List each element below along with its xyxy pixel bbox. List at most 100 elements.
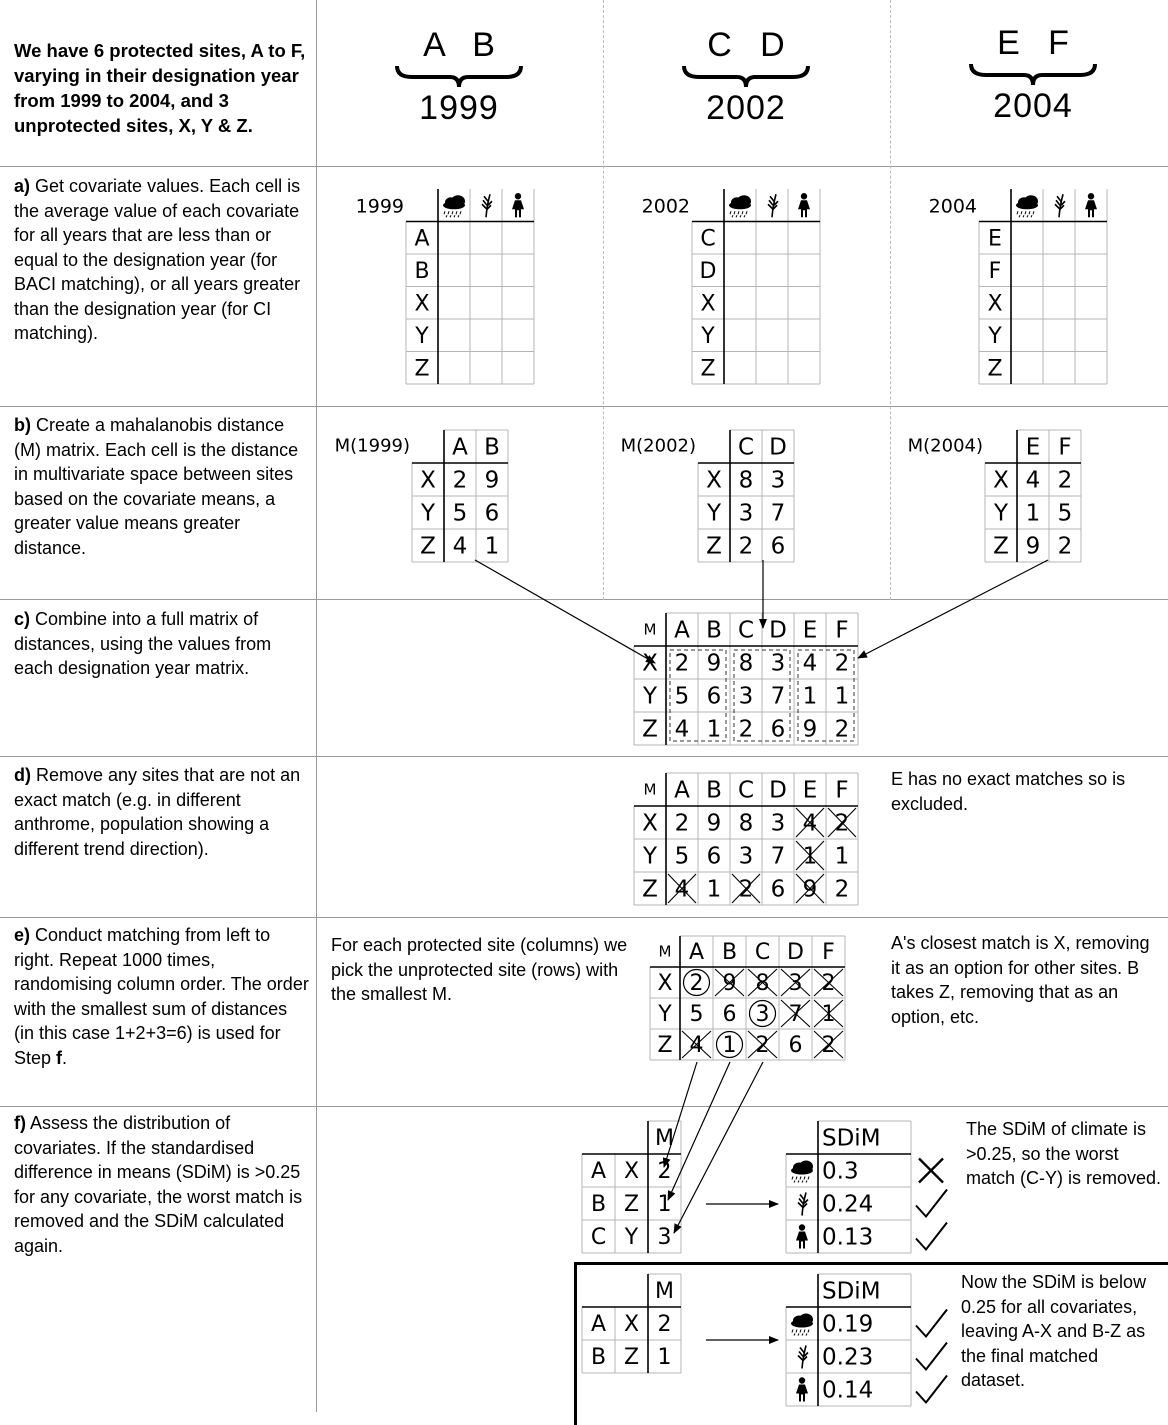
distance-value: 8 (739, 468, 754, 494)
matched-site: C (591, 1225, 606, 1250)
distance-value: 9 (803, 877, 818, 903)
site-label: Y (700, 324, 715, 349)
sdim-value: 0.3 (822, 1159, 859, 1185)
site-label: C (700, 226, 715, 251)
wheat-icon (797, 1191, 809, 1217)
group-year: 1999 (419, 89, 499, 127)
distance-value: 9 (707, 811, 722, 837)
distance-value: 3 (789, 971, 803, 996)
column-label: A (452, 435, 468, 461)
row-divider (0, 166, 1168, 167)
m-matrix-label: M(2002) (621, 436, 696, 457)
final-frame (574, 1262, 1168, 1425)
row-label: Y (657, 1002, 672, 1027)
distance-value: 2 (739, 717, 754, 743)
matched-site: A (591, 1159, 606, 1184)
brace-icon (969, 63, 1097, 86)
rain-cloud-icon (442, 194, 466, 218)
row-label: X (420, 468, 436, 494)
column-label: E (803, 778, 818, 804)
column-label: E (1026, 435, 1041, 461)
distance-value: 3 (771, 811, 786, 837)
row-divider (0, 917, 1168, 918)
arrow (667, 1061, 731, 1201)
site-label: D (700, 259, 717, 284)
distance-value: 2 (835, 651, 850, 677)
distance-value: 6 (771, 717, 786, 743)
row-divider (0, 756, 1168, 757)
wheat-icon (797, 1344, 809, 1370)
excluded-cross (795, 873, 825, 904)
distance-value: 2 (453, 468, 468, 494)
check-mark-icon (915, 1374, 948, 1405)
distance-value: 6 (723, 1002, 737, 1027)
sdim-value: 0.14 (822, 1378, 873, 1404)
distance-value: 4 (803, 651, 818, 677)
row-label: X (642, 811, 658, 837)
excluded-cross (795, 840, 825, 871)
step-label: d) (14, 765, 31, 785)
note-d: E has no exact matches so is excluded. (891, 769, 1126, 814)
matched-site: Y (624, 1225, 639, 1250)
excluded-cross (813, 1030, 844, 1059)
row-label: Z (657, 1033, 672, 1058)
column-label: D (769, 618, 787, 644)
table-year-label: 2002 (642, 195, 690, 217)
site-label: X (414, 291, 429, 316)
distance-value: 9 (485, 468, 500, 494)
wheat-icon (1054, 193, 1066, 219)
distance-value: 8 (756, 971, 770, 996)
person-icon (796, 1377, 808, 1402)
column-label: F (835, 778, 848, 804)
check-mark-icon (915, 1308, 948, 1339)
matched-site: Z (624, 1192, 639, 1217)
step-label: e) (14, 925, 31, 945)
column-label: F (822, 940, 835, 965)
wheat-icon (481, 193, 493, 219)
distance-value: 1 (803, 844, 818, 870)
distance-value: 1 (835, 844, 850, 870)
intro-text: We have 6 protected sites, A to F, varyi… (14, 40, 306, 136)
site-label: F (989, 259, 1002, 284)
note-f-bottom: Now the SDiM is below 0.25 for all covar… (961, 1272, 1147, 1390)
row-label: Z (642, 877, 658, 903)
step-body-end: . (62, 1047, 68, 1068)
distance-value: 3 (771, 468, 786, 494)
site-label: E (988, 226, 1002, 251)
rain-cloud-icon (790, 1313, 814, 1336)
column-label: C (738, 618, 754, 644)
row-divider (0, 1106, 1168, 1107)
matched-distance: 1 (658, 1345, 672, 1370)
sdim-value: 0.23 (822, 1345, 873, 1371)
group-1999: A B 1999 (359, 26, 559, 128)
distance-value: 3 (739, 844, 754, 870)
row-label: Z (642, 717, 658, 743)
distance-value: 3 (739, 501, 754, 527)
step-label: b) (14, 415, 31, 435)
distance-value: 1 (485, 534, 500, 560)
site-label: Z (414, 356, 429, 381)
selected-match-circle (715, 1030, 744, 1059)
row-divider (0, 599, 1168, 600)
step-f-text: f) Assess the distribution of covariates… (14, 1111, 310, 1258)
site-label: X (700, 291, 715, 316)
check-mark-icon (915, 1341, 948, 1372)
row-label: X (642, 651, 658, 677)
distance-value: 7 (771, 501, 786, 527)
site-label: Z (987, 356, 1002, 381)
step-body: Remove any sites that are not an exact m… (14, 765, 301, 859)
step-c-text: c) Combine into a full matrix of distanc… (14, 607, 310, 681)
excluded-cross (747, 968, 778, 997)
distance-value: 8 (739, 651, 754, 677)
distance-value: 6 (771, 877, 786, 903)
arrow (662, 1061, 698, 1168)
site-label: Y (987, 324, 1002, 349)
column-label: A (689, 940, 704, 965)
distance-value: 6 (485, 501, 500, 527)
excluded-cross (667, 873, 697, 904)
site-label: X (987, 291, 1002, 316)
distance-value: 1 (707, 717, 722, 743)
dashed-divider (890, 0, 891, 600)
matrix-corner-label: M (659, 943, 672, 961)
distance-value: 6 (771, 534, 786, 560)
